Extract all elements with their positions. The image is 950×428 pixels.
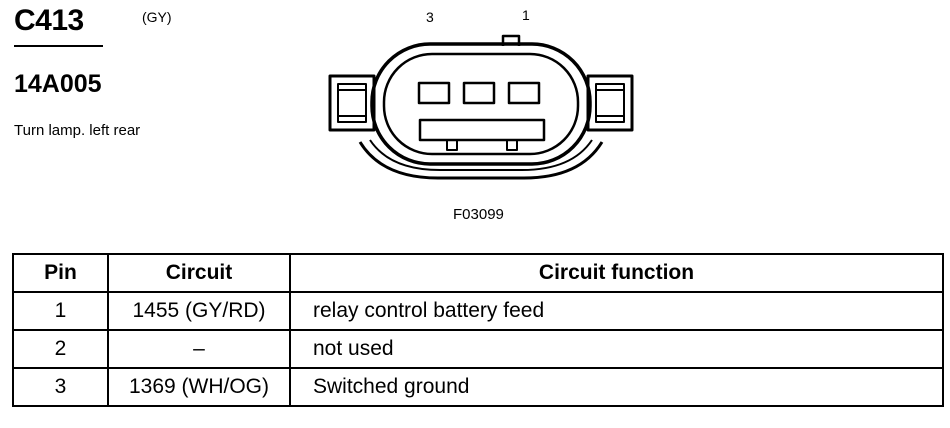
header-pin: Pin [12, 253, 109, 293]
title-underline [14, 45, 103, 47]
cell-circuit-function: relay control battery feed [289, 291, 944, 331]
connector-id: C413 [14, 4, 84, 37]
connector-description: Turn lamp. left rear [14, 122, 141, 139]
connector-bottom-lip [358, 141, 604, 180]
right-latch [586, 74, 634, 132]
cell-circuit-function: not used [289, 329, 944, 369]
cell-pin: 3 [12, 367, 109, 407]
cell-circuit: – [107, 329, 291, 369]
cell-pin: 2 [12, 329, 109, 369]
pin-terminal-1 [507, 81, 541, 105]
connector-color-code: (GY) [142, 9, 172, 25]
header-circuit: Circuit [107, 253, 291, 293]
connector-inner-cavity [382, 52, 580, 156]
part-number: 14A005 [14, 70, 102, 98]
header-circuit-function: Circuit function [289, 253, 944, 293]
connector-outer-shell [370, 42, 592, 166]
pin-terminal-3 [417, 81, 451, 105]
cell-pin: 1 [12, 291, 109, 331]
table-row: 2 – not used [12, 329, 944, 369]
pin-label-3: 3 [426, 9, 434, 25]
connector-slot [418, 118, 546, 142]
figure-code: F03099 [453, 206, 504, 223]
pin-label-1: 1 [522, 7, 530, 23]
table-row: 1 1455 (GY/RD) relay control battery fee… [12, 291, 944, 331]
connector-face-diagram [328, 34, 634, 180]
connector-key [501, 34, 521, 46]
cell-circuit: 1455 (GY/RD) [107, 291, 291, 331]
cell-circuit-function: Switched ground [289, 367, 944, 407]
table-row: 3 1369 (WH/OG) Switched ground [12, 367, 944, 407]
pin-terminal-2 [462, 81, 496, 105]
pin-circuit-table: Pin Circuit Circuit function 1 1455 (GY/… [12, 253, 944, 407]
table-header-row: Pin Circuit Circuit function [12, 253, 944, 293]
left-latch [328, 74, 376, 132]
cell-circuit: 1369 (WH/OG) [107, 367, 291, 407]
